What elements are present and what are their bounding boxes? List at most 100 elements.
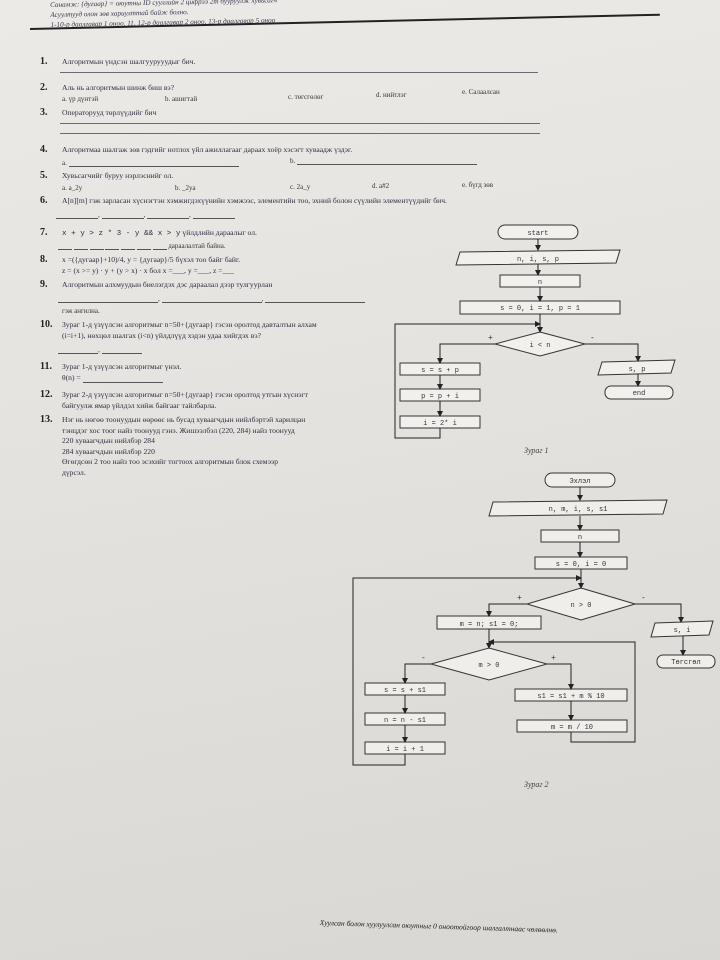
- answer-blanks[interactable]: ,: [58, 345, 142, 354]
- option-c[interactable]: c. 2a_y: [290, 183, 311, 191]
- question-text: байгуулж ямар үйлдэл хийж байгааг тайлба…: [62, 400, 217, 410]
- answer-line[interactable]: [60, 133, 540, 134]
- question-number: 3.: [40, 107, 48, 118]
- inner-condition-label: m > 0: [478, 662, 499, 670]
- option-e[interactable]: e. бүгд зөв: [462, 181, 494, 189]
- question-12: 12. Зураг 2-д үзүүлсэн алгоритмыг n=50+{…: [40, 389, 308, 411]
- answer-blank[interactable]: [56, 210, 98, 219]
- answer-blank[interactable]: [58, 345, 98, 354]
- input-parallelogram: [488, 499, 668, 517]
- option-d[interactable]: d. a#2: [372, 182, 390, 190]
- question-number: 6.: [40, 195, 48, 206]
- answer-blank[interactable]: [58, 241, 72, 250]
- question-text: Операторууд төрлүүдийг бич: [62, 108, 157, 117]
- question-8: 8. x =({дугаар}+10)/4, y = {дугаар}/5 бү…: [40, 254, 241, 276]
- question-2: 2. Аль нь алгоритмын шинж биш вэ?: [40, 82, 174, 94]
- question-number: 10.: [40, 319, 53, 330]
- output-parallelogram: [650, 620, 714, 638]
- question-text: тэнцдэг хос тоог найз тоонууд гэнэ. Жишэ…: [62, 425, 295, 435]
- flowchart-1: start n, i, s, p n s = 0, i = 1, p = 1 i…: [394, 224, 676, 439]
- option-b[interactable]: b. _2ya: [175, 184, 196, 192]
- option-b[interactable]: b.: [290, 156, 477, 165]
- answer-blank[interactable]: [73, 241, 88, 250]
- question-6: 6. A[n][m] гэж зарласан хүснэгтэн хэмжиг…: [40, 195, 447, 207]
- question-text: Нэг нь нөгөө тоонуудын өөрөөс нь бусад х…: [62, 415, 306, 424]
- answer-blank[interactable]: [101, 210, 144, 219]
- answer-blank[interactable]: [297, 156, 477, 165]
- question-formula: z = (x >= y) · y + (y > x) · x бол x =__…: [62, 265, 234, 275]
- question-number: 12.: [40, 389, 53, 400]
- question-number: 4.: [40, 144, 48, 155]
- condition-label: i < n: [529, 342, 550, 350]
- question-tail: дараалалтай байна.: [168, 242, 226, 250]
- right-step-2-label: m = m / 10: [551, 724, 593, 732]
- question-number: 13.: [40, 414, 53, 425]
- question-number: 2.: [40, 82, 48, 93]
- right-step-1-label: s1 = s1 + m % 10: [537, 693, 604, 701]
- answer-blank[interactable]: [68, 158, 239, 167]
- answer-blank[interactable]: [161, 294, 262, 303]
- left-step-2-label: n = n - s1: [384, 717, 426, 725]
- option-a[interactable]: a.: [62, 158, 239, 167]
- output-label: s, p: [629, 366, 646, 374]
- question-number: 7.: [40, 227, 48, 238]
- step-3-label: i = 2* i: [423, 420, 457, 428]
- answer-blank[interactable]: [58, 294, 158, 303]
- answer-line[interactable]: [60, 72, 538, 73]
- answer-blank[interactable]: [101, 345, 142, 354]
- init-label: s = 0, i = 1, p = 1: [500, 305, 580, 313]
- option-label: b.: [290, 157, 296, 165]
- option-b[interactable]: b. ашигтай: [165, 95, 198, 103]
- question-text: үйлдлийн дараалыг ол.: [182, 228, 257, 237]
- inner-minus-label: -: [421, 654, 426, 663]
- answer-blank[interactable]: [265, 294, 365, 303]
- condition-diamond: [493, 331, 587, 357]
- answer-blank[interactable]: [82, 374, 163, 383]
- input-parallelogram: [455, 249, 621, 266]
- question-text: 284 хуваагчдын нийлбэр 220: [62, 446, 155, 456]
- answer-blanks[interactable]: , , ,: [56, 210, 235, 219]
- left-step-3-label: i = i + 1: [386, 746, 424, 754]
- end-label: Төгсгөл: [671, 659, 700, 667]
- expression: x + y > z * 3 - y && x > y: [62, 230, 181, 238]
- option-e[interactable]: e. Салаалсан: [462, 88, 500, 96]
- figure-2-caption: Зураг 2: [524, 780, 549, 789]
- answer-blanks[interactable]: , ,: [58, 294, 365, 303]
- output-label: s, i: [674, 627, 691, 635]
- question-text: (i=i+1), нөхцөл шалгах (i<n) үйлдлүүд хэ…: [62, 330, 261, 340]
- figure-1-caption: Зураг 1: [524, 446, 549, 455]
- n-label: n: [538, 279, 542, 287]
- answer-blank[interactable]: [147, 210, 189, 219]
- question-5: 5. Хувьсагчийг буруу нэрлэснийг ол.: [40, 170, 173, 182]
- option-a[interactable]: a. a_2y: [62, 184, 83, 192]
- input-label: n, i, s, p: [517, 256, 559, 264]
- minus-label: -: [590, 334, 595, 343]
- question-13: 13. Нэг нь нөгөө тоонуудын өөрөөс нь бус…: [40, 414, 306, 478]
- question-text: A[n][m] гэж зарласан хүснэгтэн хэмжигдэх…: [62, 196, 447, 205]
- answer-blank[interactable]: [121, 241, 135, 250]
- question-text: дүрсэл.: [62, 467, 86, 477]
- flowchart-2: Эхлэл n, m, i, s, s1 n s = 0, i = 0 n > …: [352, 472, 716, 766]
- option-c[interactable]: c. төгсгөлөг: [288, 93, 324, 101]
- end-terminal: [656, 654, 716, 669]
- answer-blank[interactable]: [136, 241, 151, 250]
- answer-line[interactable]: [60, 123, 540, 124]
- footer-note: Хуулсан болон хуулуулсан оюутныг 0 оноот…: [319, 918, 558, 935]
- answer-blank[interactable]: [105, 241, 120, 250]
- question-text: x =({дугаар}+10)/4, y = {дугаар}/5 бүхэл…: [62, 255, 241, 264]
- question-number: 5.: [40, 170, 48, 181]
- answer-blank[interactable]: [192, 210, 235, 219]
- outer-condition-label: n > 0: [570, 602, 591, 610]
- answer-blank[interactable]: [89, 241, 104, 250]
- question-text: Алгоритмаа шалгаж зөв гэдгийг нотлох үйл…: [62, 145, 353, 154]
- assign-label: m = n; s1 = 0;: [460, 621, 519, 629]
- option-a[interactable]: a. үр дүнтэй: [62, 95, 99, 103]
- inner-plus-label: +: [551, 654, 556, 663]
- answer-blank[interactable]: [152, 241, 167, 250]
- question-1: 1. Алгоритмын үндсэн шалгуурууудыг бич.: [40, 56, 195, 68]
- order-blanks[interactable]: дараалалтай байна.: [58, 241, 226, 250]
- end-label: end: [633, 390, 646, 398]
- plus-label: +: [488, 334, 493, 343]
- option-d[interactable]: d. нийтлэг: [376, 91, 407, 99]
- question-number: 11.: [40, 361, 52, 372]
